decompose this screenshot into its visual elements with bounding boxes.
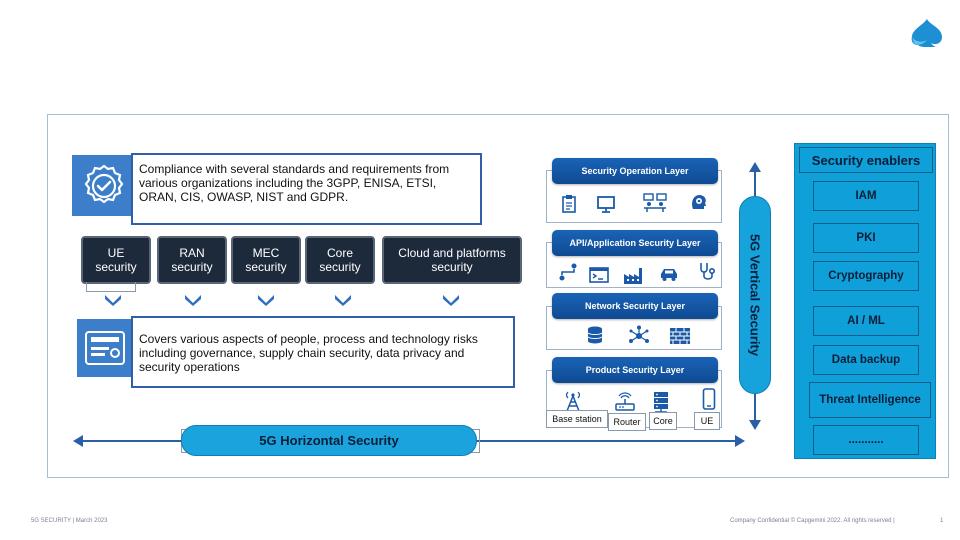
compliance-icon-box bbox=[72, 155, 135, 216]
chevron-down-icon bbox=[185, 295, 201, 306]
compliance-text-box: Compliance with several standards and re… bbox=[131, 153, 482, 225]
team-meeting-icon bbox=[643, 193, 667, 212]
enabler-more: ........... bbox=[813, 425, 919, 455]
security-enablers-title: Security enablers bbox=[799, 147, 933, 173]
api-application-layer-title: API/Application Security Layer bbox=[552, 230, 718, 256]
security-enablers-panel: Security enablers IAM PKI Cryptography A… bbox=[794, 143, 936, 459]
category-ran-security: RAN security bbox=[157, 236, 227, 284]
product-layer-title: Product Security Layer bbox=[552, 357, 718, 383]
head-gear-icon bbox=[692, 195, 706, 209]
enabler-cryptography: Cryptography bbox=[813, 261, 919, 291]
base-station-icon bbox=[565, 391, 581, 412]
capgemini-spade-logo bbox=[911, 19, 942, 47]
network-node-icon bbox=[629, 325, 649, 343]
car-icon bbox=[661, 269, 677, 281]
product-label-router: Router bbox=[608, 413, 646, 431]
mobile-phone-icon bbox=[702, 388, 716, 410]
clipboard-icon bbox=[562, 195, 576, 213]
product-label-core: Core bbox=[649, 412, 677, 430]
router-icon bbox=[615, 392, 635, 411]
certified-badge-icon bbox=[84, 164, 123, 203]
chevron-down-icon bbox=[258, 295, 274, 306]
enabler-data-backup: Data backup bbox=[813, 345, 919, 375]
category-cloud-platforms-security: Cloud and platforms security bbox=[382, 236, 522, 284]
factory-icon bbox=[624, 268, 642, 284]
category-ue-security: UE security bbox=[81, 236, 151, 284]
page-number: 1 bbox=[940, 518, 944, 524]
monitor-icon bbox=[597, 196, 615, 213]
product-label-base-station: Base station bbox=[546, 410, 608, 428]
enabler-pki: PKI bbox=[813, 223, 919, 253]
risks-icon-box bbox=[77, 319, 132, 377]
chevron-down-icon bbox=[105, 295, 121, 306]
security-operation-layer-title: Security Operation Layer bbox=[552, 158, 718, 184]
network-layer-title: Network Security Layer bbox=[552, 293, 718, 319]
enabler-threat-intelligence: Threat Intelligence bbox=[809, 382, 931, 418]
chevron-down-icon bbox=[335, 295, 351, 306]
diagram-frame bbox=[47, 114, 949, 478]
risks-text-box: Covers various aspects of people, proces… bbox=[131, 316, 515, 388]
database-icon bbox=[587, 326, 603, 344]
server-icon bbox=[654, 392, 668, 413]
footer-left: 5G SECURITY | March 2023 bbox=[31, 518, 108, 524]
category-underline bbox=[86, 282, 136, 292]
enabler-ai-ml: AI / ML bbox=[813, 306, 919, 336]
category-mec-security: MEC security bbox=[231, 236, 301, 284]
api-flow-icon bbox=[559, 263, 577, 281]
vertical-security-label: 5G Vertical Security bbox=[747, 233, 763, 357]
dashboard-panel-icon bbox=[84, 331, 125, 365]
product-label-ue: UE bbox=[694, 412, 720, 430]
stethoscope-icon bbox=[700, 263, 716, 280]
category-core-security: Core security bbox=[305, 236, 375, 284]
horizontal-security-pill: 5G Horizontal Security bbox=[181, 425, 477, 456]
enabler-iam: IAM bbox=[813, 181, 919, 211]
footer-right: Company Confidential © Capgemini 2022. A… bbox=[730, 518, 895, 524]
firewall-icon bbox=[670, 328, 690, 344]
terminal-icon bbox=[589, 267, 609, 283]
chevron-down-icon bbox=[443, 295, 459, 306]
vertical-security-pill: 5G Vertical Security bbox=[739, 196, 771, 394]
